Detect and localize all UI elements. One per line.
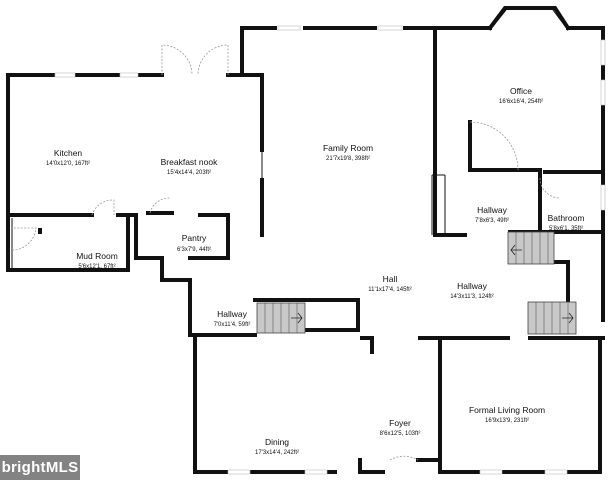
hall-label: Hall 11'1x17'4, 145ft² <box>368 274 412 293</box>
breakfast-name: Breakfast nook <box>161 157 218 167</box>
foyer-name: Foyer <box>389 418 411 428</box>
hallway-left-name: Hallway <box>217 309 248 319</box>
dining-label: Dining 17'3x14'4, 242ft² <box>255 437 299 456</box>
hallway-left-dim: 7'0x11'4, 59ft² <box>214 322 251 328</box>
pantry-dim: 6'3x7'9, 44ft² <box>177 247 211 253</box>
kitchen-name: Kitchen <box>54 148 83 158</box>
bathroom-name: Bathroom <box>548 213 585 223</box>
bathroom-label: Bathroom 5'8x6'1, 35ft² <box>548 213 585 232</box>
foyer-dim: 8'6x12'5, 103ft² <box>380 431 421 437</box>
hallway-left-label: Hallway 7'0x11'4, 59ft² <box>214 309 251 328</box>
hallway-right-label: Hallway 14'3x11'3, 124ft² <box>450 281 494 300</box>
mudroom-name: Mud Room <box>76 251 118 261</box>
family-name: Family Room <box>323 143 373 153</box>
mudroom-label: Mud Room 5'6x12'1, 67ft² <box>76 251 118 270</box>
interior-lines <box>11 150 446 458</box>
office-label: Office 16'6x16'4, 254ft² <box>499 86 543 105</box>
stairs-upper <box>507 231 555 265</box>
watermark-logo: brightMLS <box>0 455 80 480</box>
kitchen-dim: 14'0x12'0, 167ft² <box>46 161 90 167</box>
pantry-label: Pantry 6'3x7'9, 44ft² <box>177 233 211 253</box>
hallway-upper-dim: 7'8x6'3, 49ft² <box>475 218 509 224</box>
living-label: Formal Living Room 16'9x13'9, 231ft² <box>469 405 545 424</box>
family-dim: 21'7x19'8, 398ft² <box>326 156 370 162</box>
foyer-label: Foyer 8'6x12'5, 103ft² <box>380 418 421 437</box>
office-dim: 16'6x16'4, 254ft² <box>499 99 543 105</box>
living-dim: 16'9x13'9, 231ft² <box>485 418 529 424</box>
doors <box>11 44 561 461</box>
windows <box>54 25 606 475</box>
kitchen-label: Kitchen 14'0x12'0, 167ft² <box>46 148 90 167</box>
dining-dim: 17'3x14'4, 242ft² <box>255 450 299 456</box>
hall-name: Hall <box>383 274 398 284</box>
hallway-right-dim: 14'3x11'3, 124ft² <box>450 294 494 300</box>
mudroom-dim: 5'6x12'1, 67ft² <box>78 264 115 270</box>
hall-dim: 11'1x17'4, 145ft² <box>368 287 412 293</box>
family-label: Family Room 21'7x19'8, 398ft² <box>323 143 373 162</box>
hallway-right-name: Hallway <box>457 281 488 291</box>
room-labels: Kitchen 14'0x12'0, 167ft² Breakfast nook… <box>46 86 584 456</box>
hallway-upper-name: Hallway <box>477 205 508 215</box>
hallway-upper-label: Hallway 7'8x6'3, 49ft² <box>475 205 509 224</box>
bathroom-dim: 5'8x6'1, 35ft² <box>549 226 583 232</box>
stairs-left <box>256 302 306 334</box>
breakfast-label: Breakfast nook 15'4x14'4, 203ft² <box>161 157 218 176</box>
living-name: Formal Living Room <box>469 405 545 415</box>
office-bay-window <box>487 6 571 31</box>
office-name: Office <box>510 86 532 96</box>
stairs-right <box>527 301 577 335</box>
breakfast-dim: 15'4x14'4, 203ft² <box>167 170 211 176</box>
pantry-name: Pantry <box>182 233 207 243</box>
dining-name: Dining <box>265 437 289 447</box>
walls <box>6 26 605 474</box>
